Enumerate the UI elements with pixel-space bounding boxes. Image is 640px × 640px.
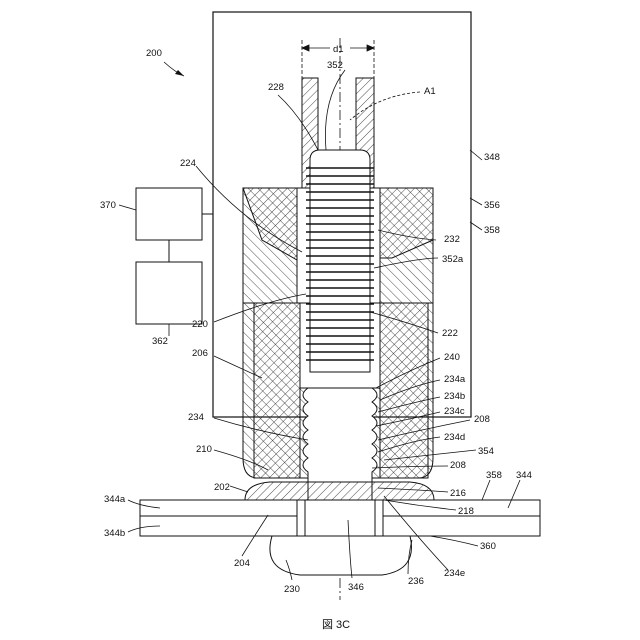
label-234d: 234d (444, 432, 465, 443)
controller-box-370 (136, 188, 202, 240)
label-206: 206 (192, 348, 208, 359)
label-230: 230 (284, 584, 300, 595)
label-346: 346 (348, 582, 364, 593)
label-210: 210 (196, 444, 212, 455)
label-208-a: 208 (474, 414, 490, 425)
label-202: 202 (214, 482, 230, 493)
ref-200-arrowhead (175, 70, 184, 76)
workpiece-plates (140, 500, 540, 536)
dimension-label-d1: d1 (333, 44, 344, 55)
label-352a: 352a (442, 254, 464, 265)
label-232: 232 (444, 234, 460, 245)
label-234b: 234b (444, 391, 465, 402)
label-358-bottom: 358 (486, 470, 502, 481)
label-348: 348 (484, 152, 500, 163)
label-352: 352 (327, 60, 343, 71)
label-234c: 234c (444, 406, 465, 417)
label-344a: 344a (104, 494, 126, 505)
label-360: 360 (480, 541, 496, 552)
label-236: 236 (408, 576, 424, 587)
flange-202 (245, 482, 434, 500)
label-222: 222 (442, 328, 458, 339)
label-228: 228 (268, 82, 284, 93)
label-358-top: 358 (484, 225, 500, 236)
label-362: 362 (152, 336, 168, 347)
label-a1: A1 (424, 86, 436, 97)
label-234a: 234a (444, 374, 466, 385)
label-220: 220 (192, 319, 208, 330)
threaded-mandrel (306, 150, 374, 372)
label-224: 224 (180, 158, 196, 169)
label-218: 218 (458, 506, 474, 517)
bulb-230 (270, 536, 412, 575)
label-234e: 234e (444, 568, 465, 579)
label-204: 204 (234, 558, 250, 569)
label-234: 234 (188, 412, 204, 423)
controller-box-362 (136, 262, 202, 324)
label-356: 356 (484, 200, 500, 211)
label-370: 370 (100, 200, 116, 211)
label-208-b: 208 (450, 460, 466, 471)
figure-caption: 図 3C (322, 618, 350, 631)
label-354: 354 (478, 446, 494, 457)
label-344b: 344b (104, 528, 125, 539)
label-344: 344 (516, 470, 532, 481)
label-216: 216 (450, 488, 466, 499)
label-200: 200 (146, 48, 162, 59)
label-240: 240 (444, 352, 460, 363)
